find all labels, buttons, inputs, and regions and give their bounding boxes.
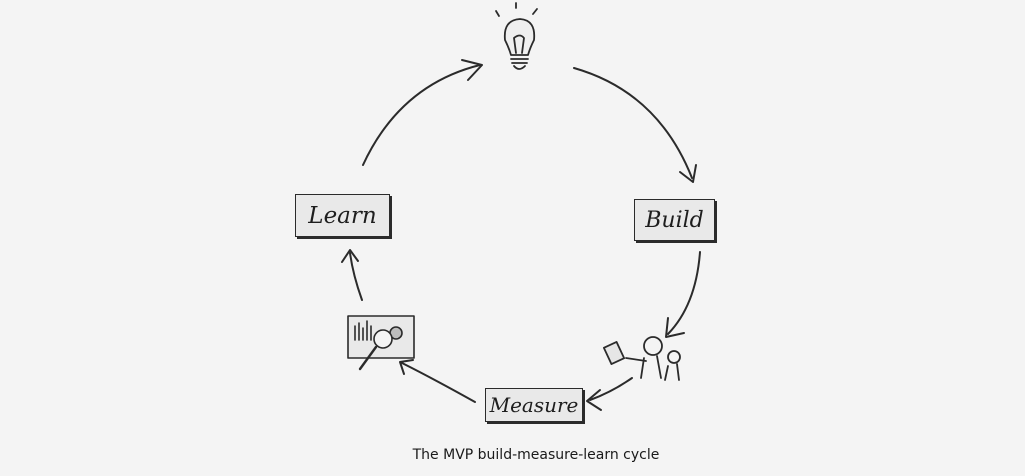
arrowhead-idea-to-build <box>679 164 697 183</box>
build-node: Build <box>634 199 715 241</box>
arrowhead-measure-to-analytics <box>399 359 414 375</box>
arrowhead-demo-to-measure <box>586 389 602 411</box>
lightbulb-icon <box>495 2 538 70</box>
arrowhead-build-to-demo <box>665 317 685 338</box>
arrow-analytics-to-learn <box>349 252 363 301</box>
arrow-learn-to-idea <box>362 64 481 166</box>
arrowhead-analytics-to-learn <box>341 249 359 263</box>
diagram-caption: The MVP build-measure-learn cycle <box>412 447 660 463</box>
arrowhead-learn-to-idea <box>461 59 483 81</box>
arrow-build-to-demo <box>667 251 701 335</box>
analytics-magnifier-icon <box>347 315 415 371</box>
people-demo-icon <box>602 336 681 381</box>
arrow-idea-to-build <box>573 67 693 179</box>
measure-node: Measure <box>485 388 583 422</box>
learn-node: Learn <box>295 194 390 237</box>
arrow-measure-to-analytics <box>401 362 476 403</box>
arrow-demo-to-measure <box>589 377 633 401</box>
